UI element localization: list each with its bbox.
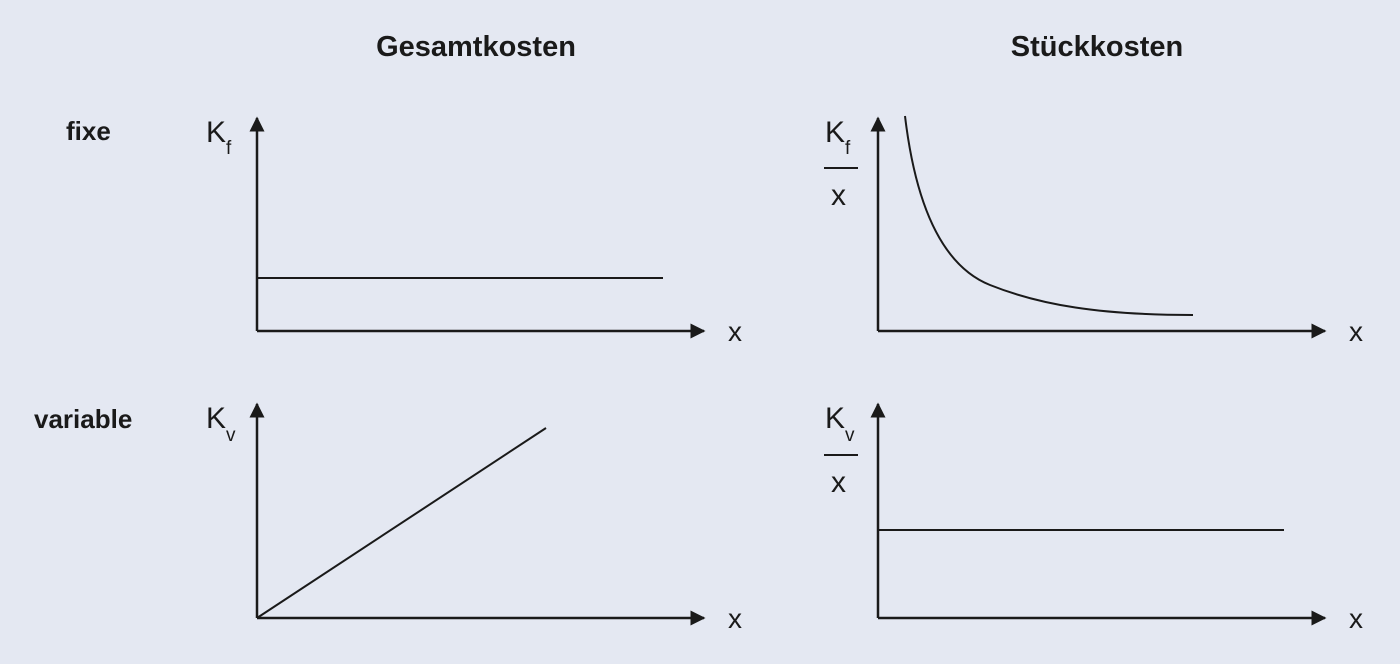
x-axis-label: x bbox=[728, 603, 742, 634]
column-heading-total-costs: Gesamtkosten bbox=[376, 31, 576, 63]
x-axis-label: x bbox=[1349, 603, 1363, 634]
x-axis-label: x bbox=[728, 316, 742, 347]
y-axis-label-main: K bbox=[825, 402, 845, 435]
chart-variable-total: K v x bbox=[206, 402, 742, 634]
variable-total-cost-line bbox=[256, 427, 547, 619]
y-axis-label-sub: f bbox=[226, 138, 232, 159]
fixed-unit-cost-curve bbox=[904, 115, 1194, 316]
x-axis-label: x bbox=[1349, 316, 1363, 347]
y-axis-label-sub: v bbox=[845, 425, 855, 446]
chart-fixed-total: K f x bbox=[206, 116, 742, 347]
chart-fixed-unit: K f x x bbox=[824, 115, 1363, 347]
row-label-fixed: fixe bbox=[66, 116, 111, 146]
row-label-variable: variable bbox=[34, 404, 132, 434]
y-axis-label-sub: f bbox=[845, 138, 851, 159]
y-axis-label-sub: v bbox=[226, 425, 236, 446]
y-axis-label-denominator: x bbox=[831, 466, 846, 499]
y-axis-label-main: K bbox=[825, 116, 845, 149]
y-axis-label-denominator: x bbox=[831, 179, 846, 212]
chart-variable-unit: K v x x bbox=[824, 402, 1363, 634]
y-axis-label-main: K bbox=[206, 402, 226, 435]
y-axis-label-main: K bbox=[206, 116, 226, 149]
column-heading-unit-costs: Stückkosten bbox=[1011, 31, 1183, 63]
